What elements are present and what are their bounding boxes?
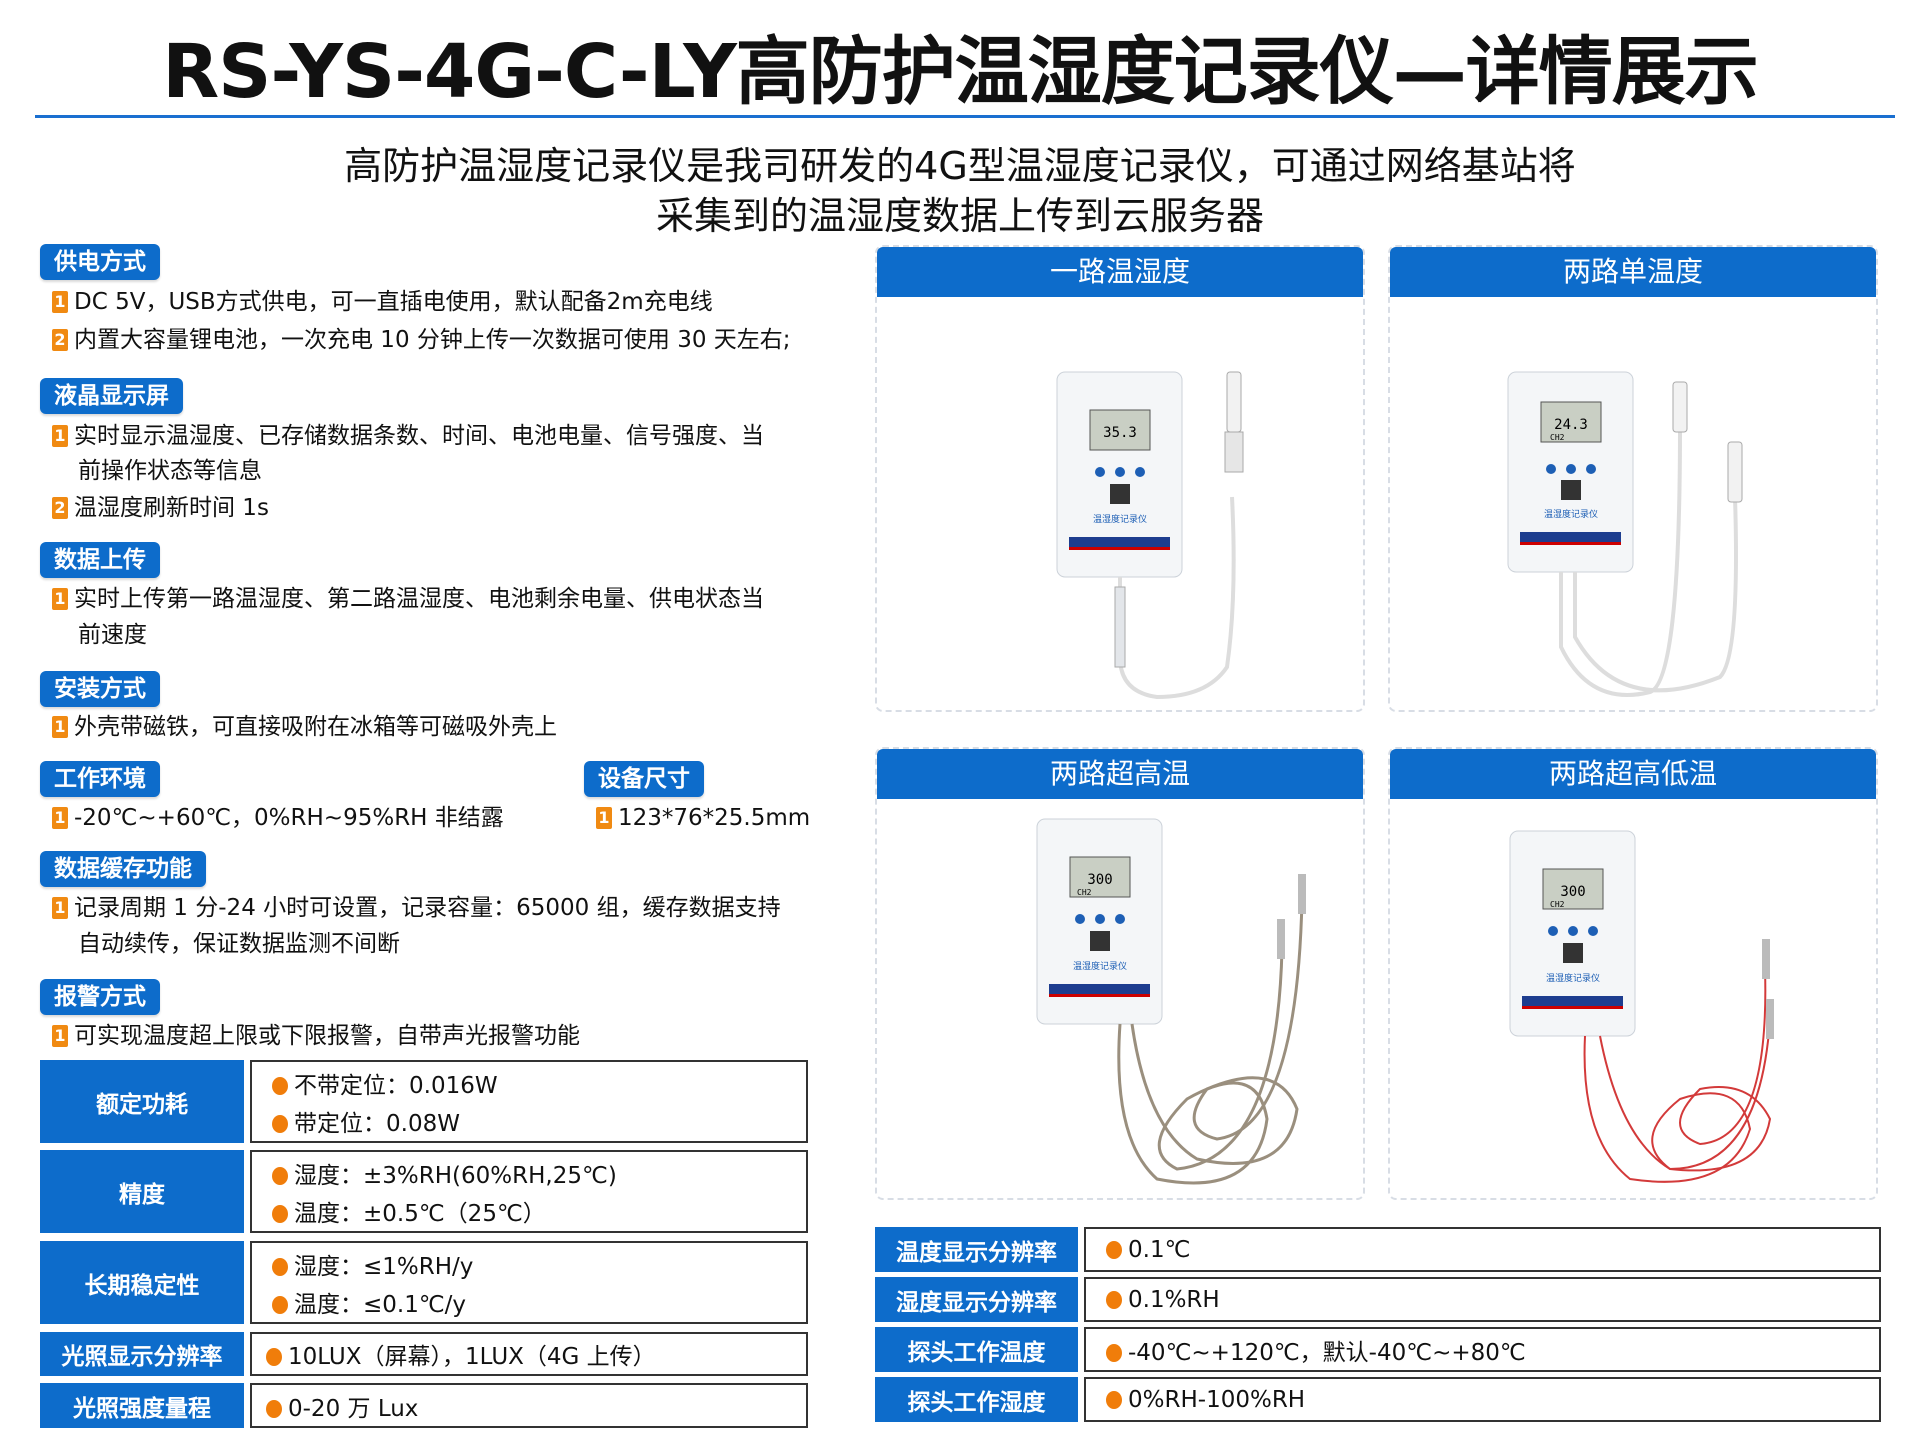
svg-text:CH2: CH2 — [1550, 900, 1565, 909]
bullet-icon — [272, 1257, 288, 1276]
bullet-icon — [272, 1076, 288, 1095]
bullet-icon — [272, 1204, 288, 1223]
number-badge: 1 — [596, 807, 612, 829]
list-item-continued: 自动续传，保证数据监测不间断 — [78, 931, 400, 957]
spec-value: 10LUX（屏幕），1LUX（4G 上传） — [250, 1332, 808, 1376]
spec-label: 长期稳定性 — [40, 1241, 244, 1324]
product-panel-3: 两路超高温 300 CH2 温湿度记录仪 — [875, 747, 1365, 1200]
bullet-icon — [266, 1348, 282, 1366]
section-tag-power: 供电方式 — [40, 244, 160, 280]
subtitle-line-2: 采集到的温湿度数据上传到云服务器 — [655, 194, 1264, 238]
panel-title: 两路单温度 — [1390, 247, 1876, 297]
bullet-icon — [1106, 1240, 1122, 1259]
spec-value: 0-20 万 Lux — [250, 1383, 808, 1428]
svg-text:CH2: CH2 — [1077, 888, 1092, 897]
bullet-icon — [1106, 1343, 1122, 1362]
number-badge: 1 — [52, 807, 68, 829]
page-title: RS-YS-4G-C-LY高防护温湿度记录仪—详情展示 — [162, 29, 1759, 115]
spec-value: 0.1℃ — [1084, 1227, 1881, 1272]
svg-text:CH2: CH2 — [1550, 433, 1565, 442]
section-tag-lcd: 液晶显示屏 — [40, 378, 183, 414]
bullet-icon — [272, 1295, 288, 1314]
svg-text:温湿度记录仪: 温湿度记录仪 — [1546, 972, 1600, 984]
spec-value: -40℃~+120℃，默认-40℃~+80℃ — [1084, 1327, 1881, 1372]
bullet-icon — [266, 1399, 282, 1418]
number-badge: 2 — [52, 329, 68, 351]
panel-title: 两路超高低温 — [1390, 749, 1876, 799]
bullet-icon — [1106, 1390, 1122, 1409]
spec-row: 探头工作温度 -40℃~+120℃，默认-40℃~+80℃ — [875, 1327, 1881, 1372]
panel-title: 一路温湿度 — [877, 247, 1363, 297]
spec-label: 湿度显示分辨率 — [875, 1277, 1078, 1322]
svg-text:温湿度记录仪: 温湿度记录仪 — [1544, 508, 1598, 520]
svg-text:300: 300 — [1560, 884, 1585, 900]
svg-text:300: 300 — [1087, 872, 1112, 888]
section-tag-install: 安装方式 — [40, 671, 160, 707]
bullet-icon — [1106, 1290, 1122, 1309]
spec-row: 湿度显示分辨率 0.1%RH — [875, 1277, 1881, 1322]
svg-text:温湿度记录仪: 温湿度记录仪 — [1073, 960, 1127, 972]
section-tag-env: 工作环境 — [40, 761, 160, 797]
product-panel-4: 两路超高低温 300 CH2 温湿度记录仪 — [1388, 747, 1878, 1200]
spec-row: 精度 湿度：±3%RH(60%RH,25℃)温度：±0.5℃（25℃） — [40, 1150, 808, 1233]
svg-text:温湿度记录仪: 温湿度记录仪 — [1093, 513, 1147, 525]
spec-label: 探头工作湿度 — [875, 1377, 1078, 1422]
bullet-icon — [272, 1114, 288, 1133]
device-illustration: 35.3 温湿度记录仪 — [1056, 371, 1244, 700]
section-tag-upload: 数据上传 — [40, 542, 160, 578]
spec-value: 0%RH-100%RH — [1084, 1377, 1881, 1422]
spec-value: 0.1%RH — [1084, 1277, 1881, 1322]
device-illustration: 300 CH2 温湿度记录仪 — [1036, 818, 1306, 1185]
list-item-continued: 前速度 — [78, 622, 147, 648]
list-item: 1-20℃~+60℃，0%RH~95%RH 非结露 — [52, 800, 504, 836]
spec-label: 光照强度量程 — [40, 1383, 244, 1428]
number-badge: 1 — [52, 1025, 68, 1047]
section-tag-size: 设备尺寸 — [584, 761, 704, 797]
section-tag-cache: 数据缓存功能 — [40, 851, 206, 887]
device-illustration: 24.3 CH2 温湿度记录仪 — [1507, 371, 1743, 697]
number-badge: 1 — [52, 716, 68, 738]
number-badge: 2 — [52, 497, 68, 519]
product-panel-1: 一路温湿度 35.3 温湿度记录仪 — [875, 245, 1365, 712]
spec-row: 温度显示分辨率 0.1℃ — [875, 1227, 1881, 1272]
bullet-icon — [272, 1166, 288, 1185]
number-badge: 1 — [52, 897, 68, 919]
spec-label: 温度显示分辨率 — [875, 1227, 1078, 1272]
svg-text:24.3: 24.3 — [1554, 417, 1588, 433]
spec-value: 湿度：±3%RH(60%RH,25℃)温度：±0.5℃（25℃） — [250, 1150, 808, 1233]
subtitle-line-1: 高防护温湿度记录仪是我司研发的4G型温湿度记录仪，可通过网络基站将 — [344, 144, 1576, 188]
spec-label: 精度 — [40, 1150, 244, 1233]
spec-label: 额定功耗 — [40, 1060, 244, 1143]
list-item-continued: 前操作状态等信息 — [78, 458, 262, 484]
number-badge: 1 — [52, 588, 68, 610]
panel-title: 两路超高温 — [877, 749, 1363, 799]
title-divider — [35, 115, 1895, 118]
spec-label: 光照显示分辨率 — [40, 1332, 244, 1376]
spec-row: 光照显示分辨率 10LUX（屏幕），1LUX（4G 上传） — [40, 1332, 808, 1376]
section-tag-alarm: 报警方式 — [40, 979, 160, 1015]
spec-row: 光照强度量程 0-20 万 Lux — [40, 1383, 808, 1428]
device-illustration: 300 CH2 温湿度记录仪 — [1509, 830, 1774, 1183]
svg-text:35.3: 35.3 — [1103, 425, 1137, 441]
number-badge: 1 — [52, 291, 68, 313]
spec-row: 探头工作湿度 0%RH-100%RH — [875, 1377, 1881, 1422]
spec-label: 探头工作温度 — [875, 1327, 1078, 1372]
number-badge: 1 — [52, 425, 68, 447]
product-panel-2: 两路单温度 24.3 CH2 温湿度记录仪 — [1388, 245, 1878, 712]
